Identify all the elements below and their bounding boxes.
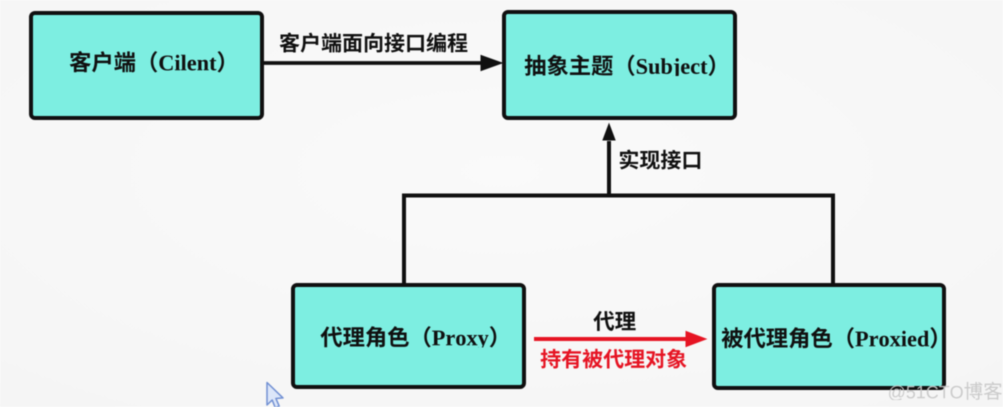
box-subject[interactable]: 抽象主题（Subject） [502, 10, 737, 120]
box-subject-label: 抽象主题（Subject） [517, 54, 723, 77]
proxy-proxied-arrowhead [685, 330, 708, 348]
client-subject-arrowhead [480, 54, 504, 72]
implements-arrowhead [602, 122, 616, 141]
mouse-cursor-icon [266, 381, 284, 407]
box-proxy-label-text: 代理角色（Proxy） [313, 348, 314, 349]
box-client[interactable]: 客户端（Cilent） [29, 11, 264, 120]
box-proxy-label: 代理角色（Proxy） [313, 325, 504, 349]
proxy-arrow-label: 代理 [592, 310, 636, 332]
inheritance-connector-line [402, 193, 835, 286]
box-subject-label-text: 抽象主题（Subject） [517, 76, 518, 77]
box-proxy[interactable]: 代理角色（Proxy） [291, 283, 526, 389]
client-subject-arrow-label: 客户端面向接口编程 [279, 32, 468, 53]
box-client-label: 客户端（Cilent） [62, 51, 232, 73]
implements-arrow-label: 实现接口 [618, 149, 702, 170]
box-proxied-label: 被代理角色（Proxied） [714, 327, 944, 349]
box-proxied[interactable]: 被代理角色（Proxied） [712, 283, 946, 390]
box-client-label-text: 客户端（Cilent） [62, 73, 63, 74]
proxy-arrow-sub-label: 持有被代理对象 [540, 348, 687, 369]
watermark: @51CTO博客 [888, 381, 1003, 401]
box-proxied-label-text: 被代理角色（Proxied） [714, 349, 715, 350]
